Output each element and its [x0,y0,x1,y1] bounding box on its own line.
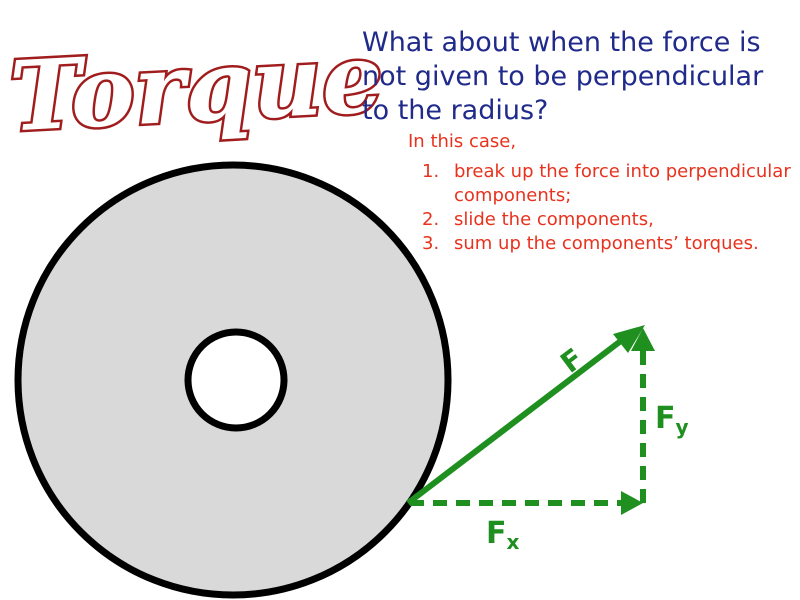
fx-arrowhead [621,491,643,515]
steps-list: 1. break up the force into perpendicular… [422,160,794,256]
axle-hole [184,328,288,432]
step-number: 2. [422,209,440,230]
fx-label-main: F [486,516,507,551]
step-item: 2. slide the components, [422,208,794,232]
force-arrowhead [613,325,645,353]
fy-label-sub: y [676,415,689,439]
force-label: F [554,342,589,380]
force-vector [406,337,624,506]
fx-label: Fx [486,516,520,554]
question-text: What about when the force is not given t… [362,27,764,126]
fy-label: Fy [655,401,689,439]
fy-arrowhead [631,328,655,351]
intro-text: In this case, [408,131,517,152]
step-text: slide the components, [454,209,654,230]
step-item: 1. break up the force into perpendicular… [422,160,794,208]
step-text: sum up the components’ torques. [454,233,759,254]
step-text: break up the force into perpendicular co… [454,161,791,206]
slide-title: Torque [7,21,385,153]
fy-label-main: F [655,401,676,436]
step-number: 1. [422,161,440,182]
step-item: 3. sum up the components’ torques. [422,232,794,256]
fx-label-sub: x [507,530,520,554]
step-number: 3. [422,233,440,254]
